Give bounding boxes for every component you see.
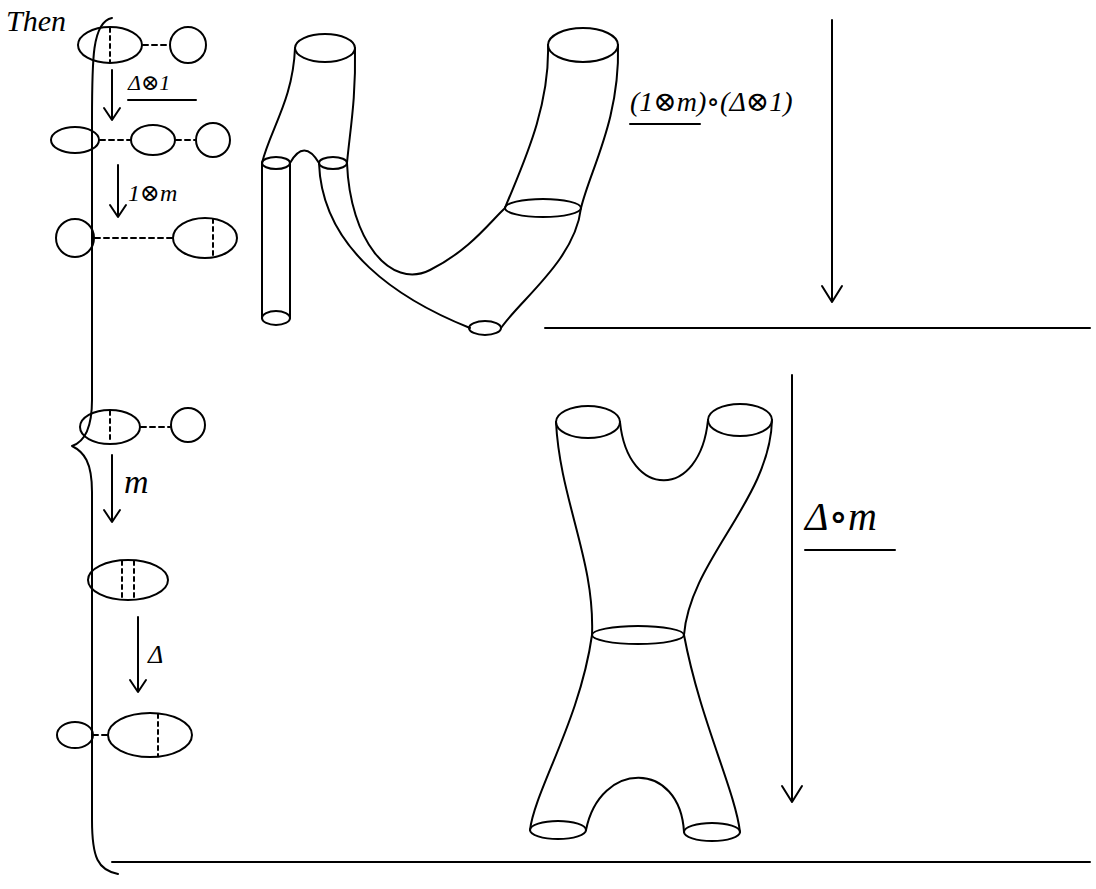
map-label: 1⊗m <box>128 180 177 208</box>
composition-label: (1⊗m)∘(Δ⊗1) <box>630 86 793 118</box>
map-label: Δ⊗1 <box>128 70 170 95</box>
map-label: m <box>124 462 149 501</box>
composition-label: Δ∘m <box>805 494 877 540</box>
map-label: Δ <box>148 640 163 670</box>
heading-word: Then <box>6 4 66 39</box>
